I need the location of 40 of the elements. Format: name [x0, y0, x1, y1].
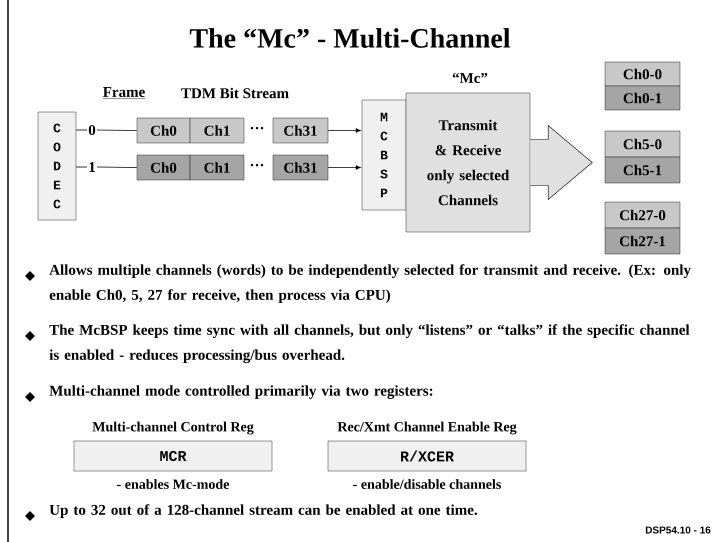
bullet-text: Allows multiple channels (words) to be independently selected for transmit and receive. (Ex: only enable Ch0, 5, 27 for receive, then process via CPU): [49, 264, 691, 303]
title: The “Mc” - Multi-Channel: [190, 28, 510, 48]
channel-box: Ch5-1: [604, 156, 680, 184]
channel-box: Ch0-0: [604, 62, 680, 86]
frame-number: 0: [88, 124, 96, 136]
slide-number: DSP54.10 - 16: [646, 526, 710, 534]
connector-line: [96, 130, 138, 131]
arrow: [328, 128, 361, 133]
register-box: MCR: [74, 440, 272, 472]
channel-box: Ch0-1: [604, 86, 680, 110]
stream-label: TDM Bit Stream: [181, 88, 289, 98]
ellipsis: ···: [250, 164, 264, 166]
channel-box: Ch5-0: [604, 130, 680, 158]
bullet-text: Multi-channel mode controlled primarily via two registers:: [49, 385, 432, 399]
connector-line: [96, 166, 138, 168]
channel-box: Ch0: [136, 154, 190, 180]
register-label: Rec/Xmt Channel Enable Reg: [338, 422, 516, 434]
channel-box: Ch31: [272, 118, 328, 144]
arrow: [328, 165, 361, 170]
box-heading: “Mc”: [452, 72, 488, 84]
connector-line: [76, 166, 88, 168]
channel-box: Ch27-1: [604, 228, 680, 254]
frame-label: Frame: [102, 87, 146, 99]
port-box: MCBSP: [362, 100, 406, 210]
ellipsis: ···: [250, 126, 264, 130]
port-box: CODEC: [38, 112, 76, 220]
frame-number: 1: [89, 162, 95, 172]
channel-box: Ch31: [272, 154, 328, 180]
bullet-text: The McBSP keeps time sync with all channels, but only “listens” or “talks” if the specific channel is enabled - reduces processing/bus overhead.: [49, 324, 690, 364]
channel-box: Ch1: [190, 154, 244, 180]
register-note: - enable/disable channels: [353, 479, 501, 489]
channel-select-box: Transmit & Receive only selected Channels: [406, 92, 530, 232]
register-note: - enables Mc-mode: [117, 479, 230, 489]
channel-box: Ch1: [190, 118, 244, 144]
block-arrow: [530, 124, 593, 200]
channel-box: Ch0: [136, 118, 190, 144]
register-box: R/XCER: [328, 440, 526, 472]
register-label: Multi-channel Control Reg: [92, 422, 254, 434]
channel-box: Ch27-0: [604, 202, 680, 228]
bullet-text: Up to 32 out of a 128-channel stream can be enabled at one time.: [50, 504, 477, 518]
